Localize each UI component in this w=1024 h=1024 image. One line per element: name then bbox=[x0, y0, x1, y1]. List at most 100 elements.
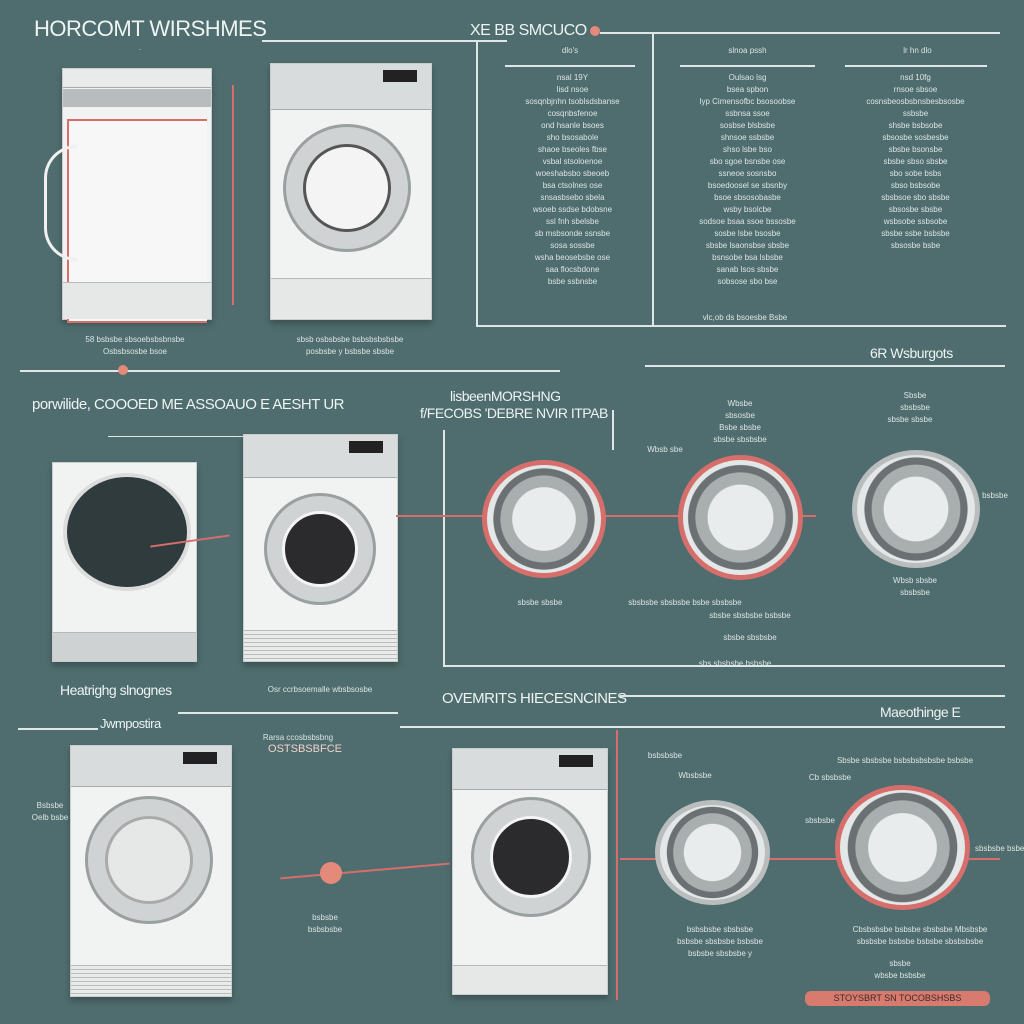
column-text-line: sosa sossbe bbox=[550, 241, 595, 250]
column-text-line: lyp Cimensofbc bsosoobse bbox=[699, 97, 796, 106]
column-text-line: vsbal stsoloenoe bbox=[542, 157, 603, 166]
column-text-line: sbsbe lsaonsbse sbsbe bbox=[705, 241, 790, 250]
column-text-line: bsnsobe bsa lsbsbe bbox=[712, 253, 783, 262]
section-label: Jwmpostira bbox=[100, 716, 161, 731]
section-label: Maeothinge E bbox=[880, 704, 961, 720]
section-label: 6R Wsburgots bbox=[870, 345, 953, 361]
drum-caption: sbsbsbe sbsbsbe bsbe sbsbsbe bbox=[628, 598, 742, 607]
drum-diagram bbox=[835, 785, 970, 910]
column-text-line: shso lsbe bso bbox=[723, 145, 772, 154]
caption: bsbsbsbe sbsbsbe bbox=[686, 925, 754, 934]
column-text-line: sbsosbe sosbesbe bbox=[882, 133, 949, 142]
machine-label: · bbox=[138, 45, 142, 54]
lid-handle bbox=[44, 145, 77, 261]
section-heading: XE BB SMCUCO bbox=[470, 22, 587, 39]
callout: Rarsa ccosbsbsbng bbox=[262, 733, 334, 742]
column-text-line: bsoe sbsosobasbe bbox=[714, 193, 781, 202]
column-text-line: wsha beosebsbe ose bbox=[534, 253, 611, 262]
section-heading: porwilide, COOOED ME ASSOAUO E AESHT UR bbox=[32, 396, 344, 413]
front-load-washer bbox=[243, 434, 398, 662]
drum-diagram bbox=[482, 460, 606, 578]
column-text-line: sb msbsonde ssnsbe bbox=[534, 229, 611, 238]
column-text-line: ssneoe sosnsbo bbox=[718, 169, 777, 178]
marker-dot bbox=[590, 26, 600, 36]
front-load-washer bbox=[70, 745, 232, 997]
column-text-line: sosbe lsbe bsosbe bbox=[714, 229, 781, 238]
column-text-line: sosbse blsbsbe bbox=[719, 121, 776, 130]
section-caption: Osr ccrbsoemalle wbsbsosbe bbox=[267, 685, 373, 694]
column-text-line: ssbnsa ssoe bbox=[725, 109, 770, 118]
column-text-line: Oulsao lsg bbox=[728, 73, 767, 82]
machine-caption: 58 bsbsbe sbsoebsbsbnsbe bbox=[85, 335, 185, 344]
drum-diagram bbox=[852, 450, 980, 568]
column-1-text: nsal 19Y lisd nsoe sosqnbjnhn tsoblsdsbans… bbox=[500, 72, 645, 288]
section-heading: lisbeenMORSHNG bbox=[450, 388, 561, 404]
column-text-line: sbsosbe bsbe bbox=[890, 241, 941, 250]
column-text-line: ssbsbe bbox=[902, 109, 929, 118]
cutaway-washer bbox=[52, 462, 197, 662]
drum-label: Wbsbe bbox=[727, 399, 753, 408]
column-text-line: shnsoe ssbsbe bbox=[720, 133, 775, 142]
divider bbox=[262, 40, 507, 42]
divider bbox=[400, 726, 1005, 728]
column-text-line: bsbe ssbnsbe bbox=[547, 277, 598, 286]
drum-diagram bbox=[655, 800, 770, 905]
column-footer: vlc,ob ds bsoesbe Bsbe bbox=[702, 313, 788, 322]
divider bbox=[476, 325, 1006, 327]
front-load-washer bbox=[452, 748, 608, 995]
divider bbox=[443, 430, 445, 665]
column-text-line: ssl fnh sbelsbe bbox=[546, 217, 599, 226]
column-text-line: wsbsobe ssbsobe bbox=[883, 217, 948, 226]
column-text-line: bsoedoosel se sbsnby bbox=[707, 181, 788, 190]
column-text-line: lisd nsoe bbox=[556, 85, 589, 94]
column-text-line: nsd 10fg bbox=[900, 73, 931, 82]
divider bbox=[645, 365, 1005, 367]
column-text-line: sanab lsos sbsbe bbox=[716, 265, 779, 274]
divider bbox=[443, 665, 1005, 667]
column-text-line: cosnsbeosbsbnsbesbsosbe bbox=[866, 97, 965, 106]
front-load-washer bbox=[270, 63, 432, 320]
caption: Cbsbsbsbe bsbsbe sbsbsbe Mbsbsbe bbox=[852, 925, 988, 934]
column-2-text: Oulsao lsg bsea spbon lyp Cimensofbc bsoso… bbox=[675, 72, 820, 288]
divider bbox=[600, 32, 1000, 34]
column-text-line: sbo sobe bsbs bbox=[889, 169, 942, 178]
column-text-line: sho bsosabole bbox=[546, 133, 599, 142]
column-text-line: nsal 19Y bbox=[556, 73, 589, 82]
column-text-line: sbo sgoe bsnsbe ose bbox=[709, 157, 786, 166]
column-heading: dlo's bbox=[561, 46, 579, 55]
footer-pill: STOYSBRT SN TOCOBSHSBS bbox=[805, 991, 990, 1006]
column-text-line: sbsbe ssbe bsbsbe bbox=[881, 229, 950, 238]
column-text-line: woeshabsbo sbeoeb bbox=[535, 169, 610, 178]
page-title: HORCOMT WIRSHMES bbox=[34, 16, 267, 41]
column-text-line: bsea spbon bbox=[726, 85, 769, 94]
column-text-line: sodsoe bsaa ssoe bssosbe bbox=[699, 217, 796, 226]
flow-arrow bbox=[280, 862, 450, 880]
column-text-line: cosqnbsfenoe bbox=[547, 109, 598, 118]
column-text-line: snsasbsebo sbela bbox=[540, 193, 605, 202]
divider bbox=[652, 32, 654, 327]
column-text-line: ond hsanle bsoes bbox=[541, 121, 604, 130]
drum-diagram bbox=[678, 455, 803, 580]
divider bbox=[476, 40, 478, 325]
drum-label: Sbsbe bbox=[903, 391, 927, 400]
flow-arrow bbox=[396, 515, 816, 517]
callout: Sbsbe sbsbsbe bsbsbsbsbsbe bsbsbe bbox=[836, 756, 974, 765]
indicator-line bbox=[232, 85, 234, 305]
column-text-line: shaoe bseoles fbse bbox=[538, 145, 607, 154]
column-heading: slnoa pssh bbox=[728, 46, 767, 55]
column-text-line: saa flocsbdone bbox=[545, 265, 600, 274]
column-text-line: shsbe bsbsobe bbox=[888, 121, 943, 130]
section-label: Heatrighg slnognes bbox=[60, 682, 172, 698]
drum-caption: sbsbe sbsbe bbox=[517, 598, 563, 607]
divider bbox=[20, 370, 560, 372]
column-text-line: sosqnbjnhn tsoblsdsbanse bbox=[525, 97, 620, 106]
column-text-line: wsby bsolcbe bbox=[723, 205, 772, 214]
column-text-line: wsoeb ssdse bdobsne bbox=[532, 205, 613, 214]
section-heading: OVEMRITS HIECESNCINES bbox=[442, 690, 627, 707]
column-text-line: sbsbsoe sbo sbsbe bbox=[881, 193, 950, 202]
column-text-line: sbsbe bsonsbe bbox=[888, 145, 943, 154]
column-text-line: sbsbe sbso sbsbe bbox=[883, 157, 948, 166]
machine-caption: sbsb osbsbsbe bsbsbsbsbsbe bbox=[296, 335, 404, 344]
column-text-line: sbsosbe sbsbe bbox=[888, 205, 943, 214]
